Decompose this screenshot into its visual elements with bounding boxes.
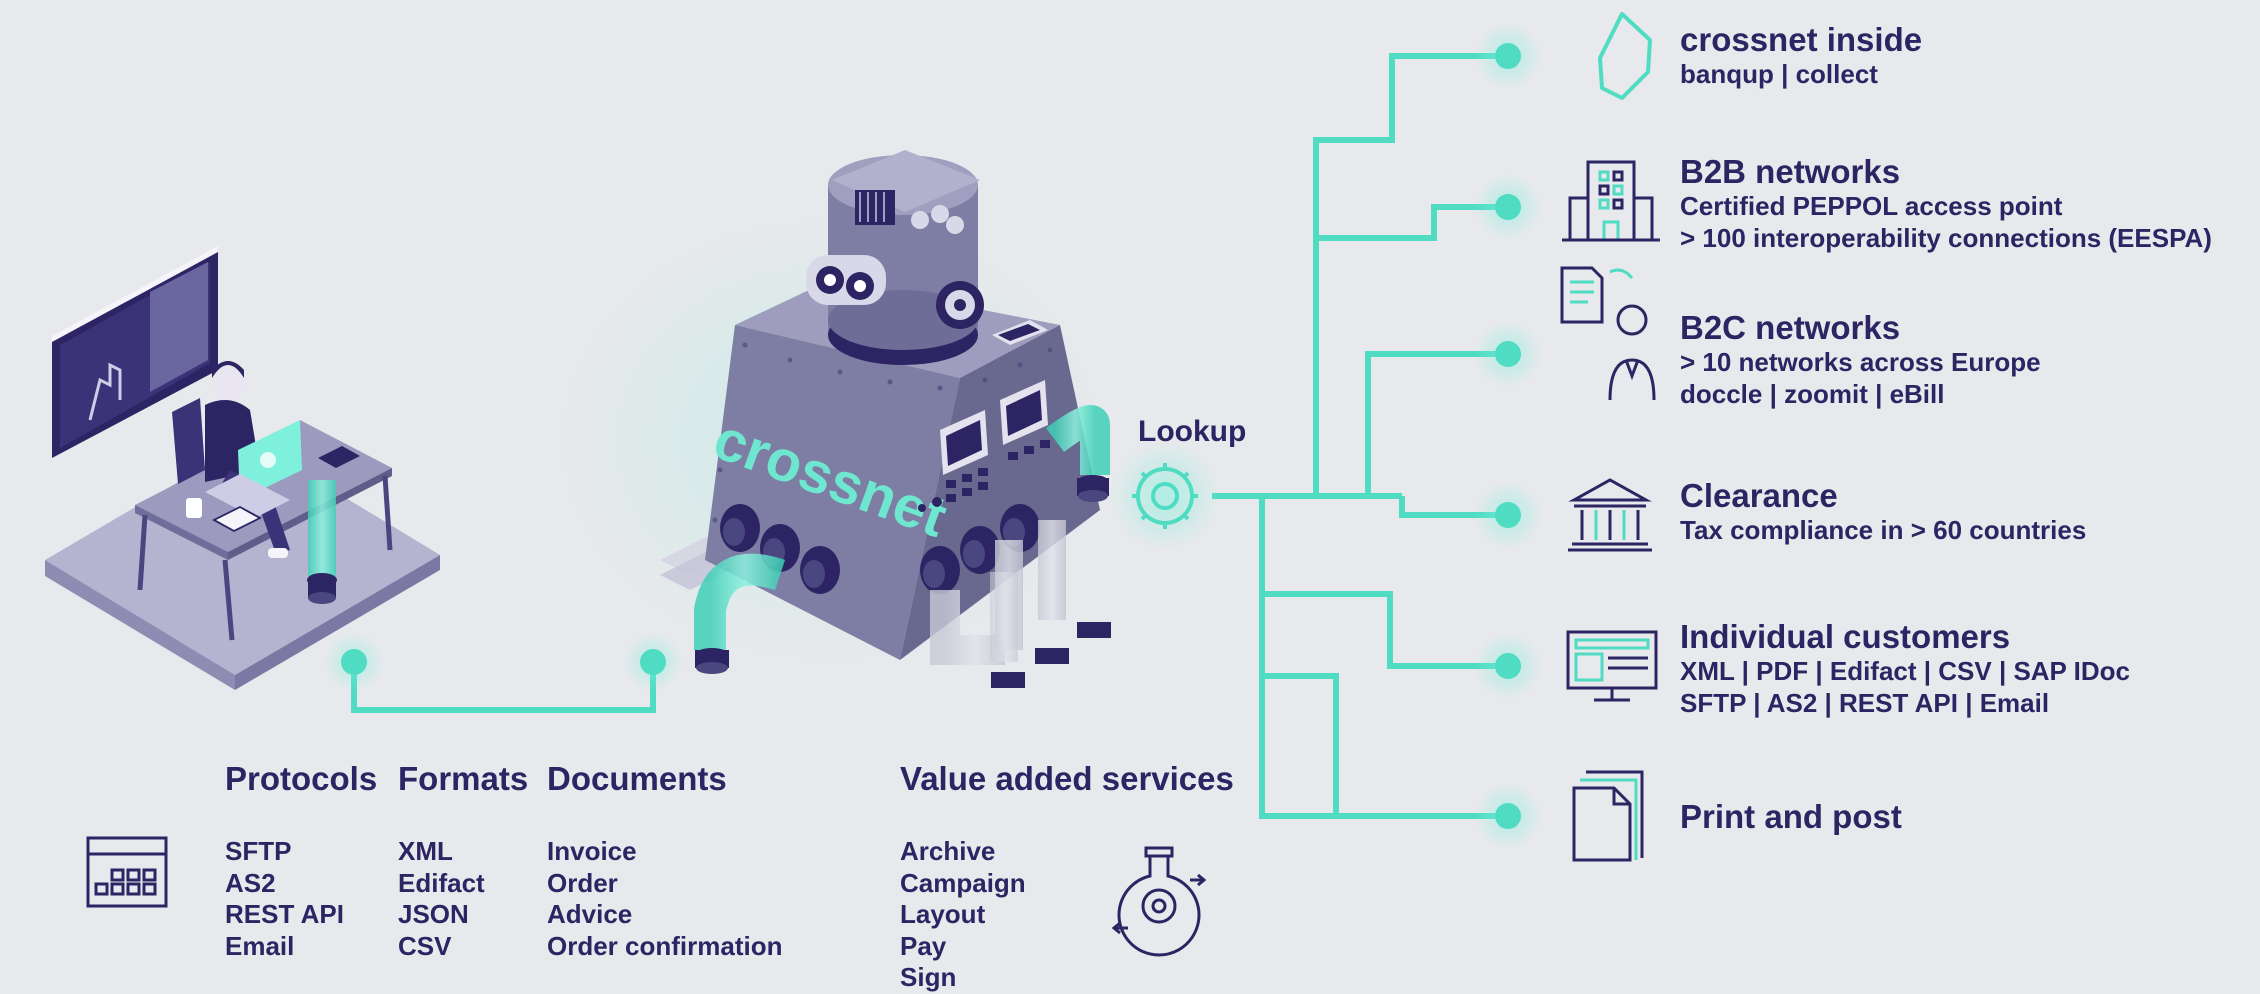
destination-title: B2C networks xyxy=(1680,309,1901,346)
list-item: Campaign xyxy=(900,867,1026,898)
government-building-icon xyxy=(1568,478,1652,552)
destination-detail: > 10 networks across Europe xyxy=(1680,347,2041,377)
desk-platform-right xyxy=(235,555,440,690)
destination-title: Clearance xyxy=(1680,477,1838,514)
list-item: Order confirmation xyxy=(547,930,783,961)
office-chair xyxy=(172,398,205,484)
list-item: Advice xyxy=(547,899,633,929)
list-item: Invoice xyxy=(547,836,637,866)
node-dot xyxy=(640,649,666,675)
column-heading: Protocols xyxy=(225,760,378,797)
crossnet-logo-icon xyxy=(1598,12,1652,100)
browser-window-icon xyxy=(86,836,168,908)
list-item: Layout xyxy=(900,899,986,929)
destination-detail: Tax compliance in > 60 countries xyxy=(1680,515,2087,545)
list-item: Edifact xyxy=(398,867,485,898)
list-item: Email xyxy=(225,930,295,961)
crossnet-robot-illustration: crossnet xyxy=(550,150,1111,688)
paper-documents-icon xyxy=(1572,770,1644,862)
list-item: Archive xyxy=(900,836,996,866)
notepad xyxy=(318,446,360,468)
list-item: CSV xyxy=(398,930,452,961)
desk-robot-link xyxy=(351,662,656,713)
coffee-cup xyxy=(186,498,202,518)
node-dot xyxy=(1495,341,1521,367)
lookup-label: Lookup xyxy=(1138,415,1247,448)
flask-gear-icon xyxy=(1111,846,1207,957)
destination-detail: XML | PDF | Edifact | CSV | SAP IDoc xyxy=(1680,656,2130,686)
document-person-icon xyxy=(1560,266,1656,401)
column-items: SFTP AS2 REST API Email xyxy=(225,836,344,962)
node-dot xyxy=(1495,803,1521,829)
column-items: XML Edifact JSON CSV xyxy=(398,836,485,962)
list-item: REST API xyxy=(225,899,344,929)
column-items: Invoice Order Advice Order confirmation xyxy=(547,836,782,962)
desk-platform-left xyxy=(45,560,235,690)
workstation-illustration xyxy=(45,246,440,690)
destination-title: Print and post xyxy=(1680,798,1902,835)
list-item: Sign xyxy=(900,962,957,992)
monitor-icon xyxy=(1566,630,1658,702)
node-dot xyxy=(1495,43,1521,69)
node-dot xyxy=(341,649,367,675)
connection-nodes xyxy=(324,22,1542,850)
destination-title: Individual customers xyxy=(1680,618,2011,655)
list-item: Pay xyxy=(900,930,947,961)
destination-title: B2B networks xyxy=(1680,153,1901,190)
destination-detail: doccle | zoomit | eBill xyxy=(1680,379,1945,409)
list-item: SFTP xyxy=(225,836,292,866)
destination-title: crossnet inside xyxy=(1680,21,1923,58)
node-dot xyxy=(1495,194,1521,220)
column-items: Archive Campaign Layout Pay Sign xyxy=(900,836,1026,994)
destination-detail: Certified PEPPOL access point xyxy=(1680,191,2063,221)
column-heading: Documents xyxy=(547,760,727,797)
lookup-gear-icon xyxy=(1110,441,1220,551)
destination-detail: SFTP | AS2 | REST API | Email xyxy=(1680,688,2050,718)
person-head xyxy=(212,366,244,404)
destination-detail: banqup | collect xyxy=(1680,59,1878,89)
column-heading: Value added services xyxy=(900,760,1234,797)
list-item: XML xyxy=(398,836,453,866)
node-dot xyxy=(1495,653,1521,679)
column-heading: Formats xyxy=(398,760,529,797)
list-item: JSON xyxy=(398,899,469,929)
list-item: AS2 xyxy=(225,867,276,898)
office-building-icon xyxy=(1562,160,1660,242)
node-dot xyxy=(1495,502,1521,528)
list-item: Order xyxy=(547,867,618,898)
connection-lines xyxy=(351,53,1508,819)
destination-detail: > 100 interoperability connections (EESP… xyxy=(1680,223,2212,253)
